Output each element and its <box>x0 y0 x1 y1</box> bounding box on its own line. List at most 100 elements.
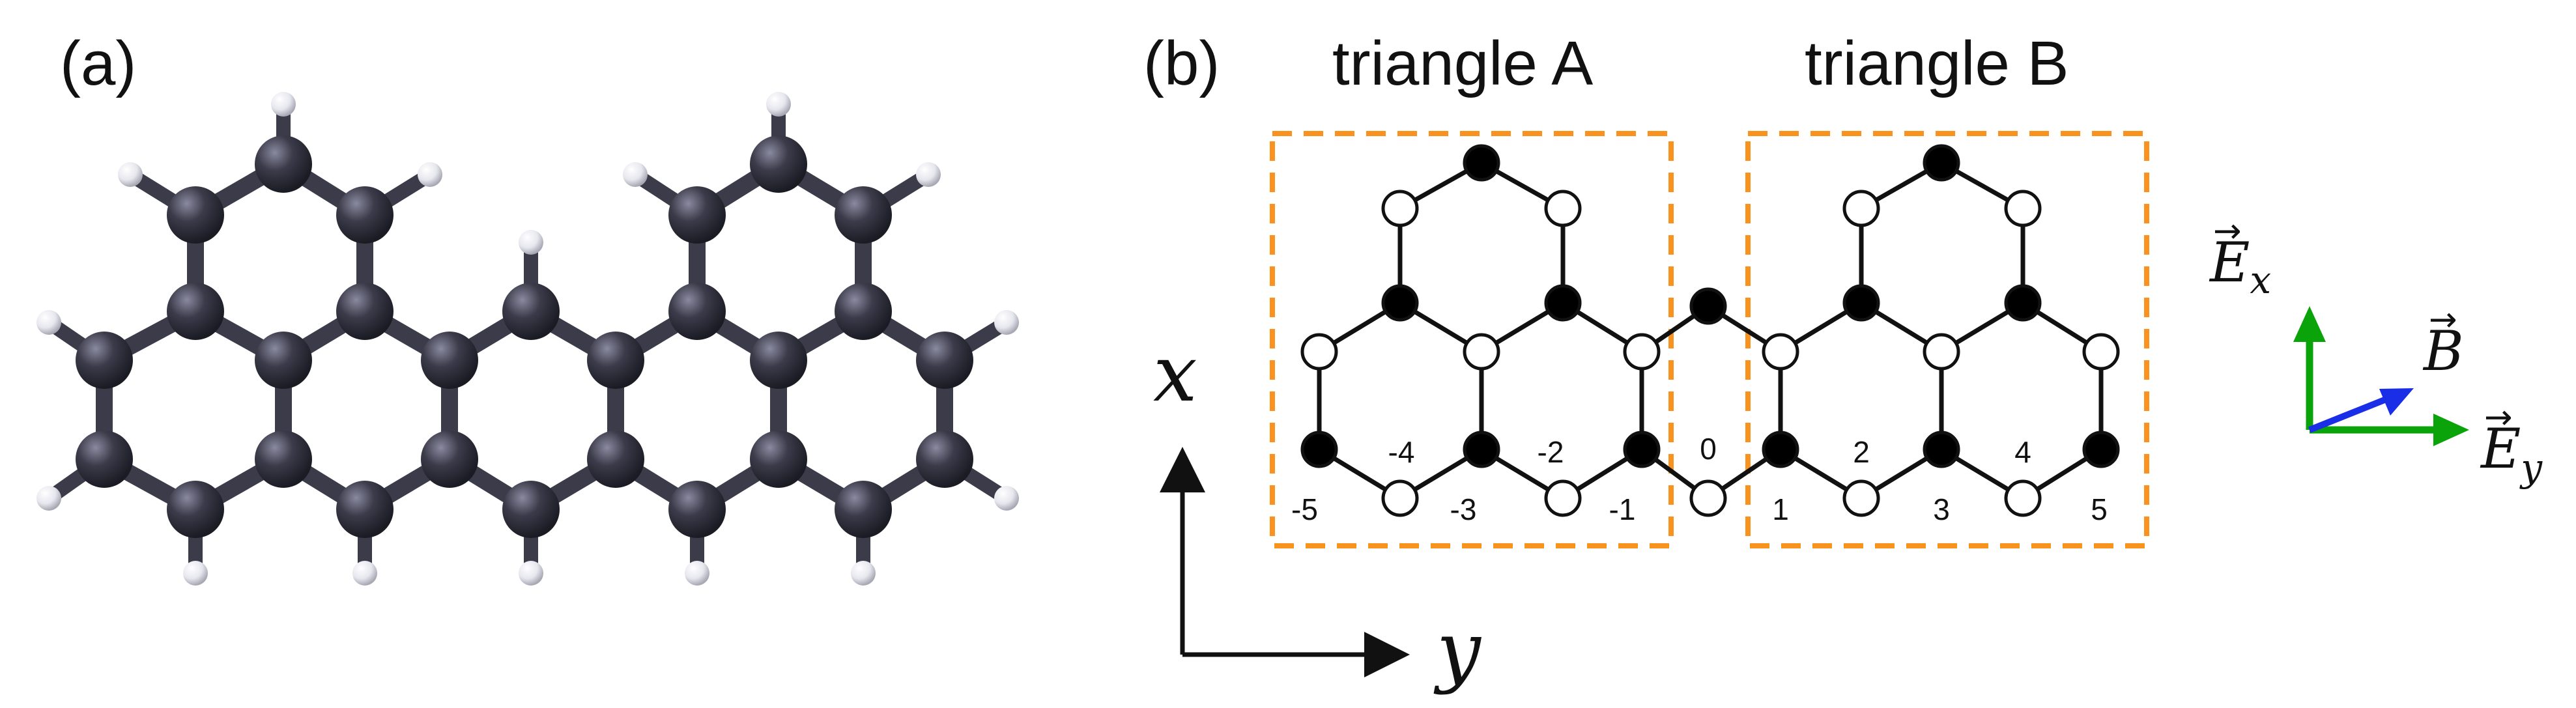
vector-ey-arrow-accent: → <box>2484 398 2513 437</box>
carbon-atom <box>502 283 560 340</box>
vector-ex-arrowhead <box>2293 306 2326 342</box>
carbon-atom <box>255 135 312 193</box>
carbon-atom <box>750 135 807 193</box>
carbon-atom <box>750 332 807 389</box>
carbon-atom <box>255 431 312 488</box>
carbon-atom <box>167 186 224 244</box>
carbon-atom <box>668 481 726 538</box>
carbon-atom <box>668 283 726 340</box>
open-site <box>1381 479 1419 517</box>
carbon-atom <box>76 431 133 488</box>
open-site <box>2004 479 2042 517</box>
open-site <box>1381 190 1419 227</box>
x-axis-label: x <box>1153 329 1197 419</box>
open-site <box>2004 190 2042 227</box>
lattice-graph <box>1300 144 2120 517</box>
vector-ex-symbol: E <box>2209 231 2250 294</box>
vector-b <box>2308 388 2414 433</box>
filled-site <box>1689 287 1727 325</box>
filled-site <box>1463 144 1500 182</box>
open-site <box>1463 333 1500 371</box>
carbon-atom <box>421 431 478 488</box>
carbon-atom <box>167 283 224 340</box>
carbon-atom <box>750 431 807 488</box>
hydrogen-atom <box>851 561 876 586</box>
carbon-atom <box>835 186 892 244</box>
filled-site <box>1544 284 1582 322</box>
molecule-ball-and-stick-model <box>36 92 1019 586</box>
y-axis-label: y <box>1433 606 1482 696</box>
site-label: 5 <box>2091 492 2108 526</box>
carbon-atom <box>916 332 973 389</box>
carbon-atom <box>587 332 644 389</box>
hydrogen-atom <box>994 486 1019 511</box>
carbon-atom <box>76 332 133 389</box>
open-site <box>1923 333 1960 371</box>
filled-site <box>1842 284 1880 322</box>
vector-b-arrow-accent: → <box>2429 300 2457 339</box>
vector-ex <box>2293 306 2326 430</box>
site-label: -2 <box>1538 435 1564 469</box>
filled-site <box>2004 284 2042 322</box>
vector-b-arrowhead <box>2379 388 2414 416</box>
xy-axes: x y <box>1153 329 1482 696</box>
panel-label-a: (a) <box>60 29 136 98</box>
site-label: 2 <box>1853 435 1870 469</box>
vector-b-label: B <box>2422 319 2464 383</box>
hydrogen-atom <box>271 92 296 117</box>
hydrogen-atom <box>36 310 61 335</box>
vector-ey-subscript: y <box>2519 446 2543 490</box>
carbon-atom <box>336 481 394 538</box>
field-vectors: Ex → B → Ey → <box>2209 212 2543 490</box>
carbon-atom <box>835 283 892 340</box>
vector-ey-symbol: E <box>2480 417 2521 481</box>
carbon-atom <box>336 186 394 244</box>
carbon-atom <box>835 481 892 538</box>
carbon-atom <box>587 431 644 488</box>
filled-site <box>1762 431 1799 468</box>
site-label: 4 <box>2014 435 2031 469</box>
triangle-b-box <box>1745 131 2149 548</box>
open-site <box>1544 190 1582 227</box>
carbon-atom <box>336 283 394 340</box>
carbon-atom <box>421 332 478 389</box>
hydrogen-atom <box>685 561 709 586</box>
hydrogen-atom <box>352 561 377 586</box>
filled-site <box>1623 431 1661 468</box>
site-label: -1 <box>1609 492 1636 526</box>
vector-ey-arrowhead <box>2433 414 2469 446</box>
open-site <box>1623 333 1661 371</box>
vector-ey-label: Ey <box>2480 417 2543 490</box>
carbon-atom <box>502 481 560 538</box>
site-labels: -5 -4 -3 -2 -1 0 1 2 3 4 5 <box>1291 432 2108 526</box>
open-site <box>1762 333 1799 371</box>
site-label: -3 <box>1450 492 1477 526</box>
hydrogen-atom <box>36 486 61 511</box>
triangle-b-title: triangle B <box>1805 29 2069 98</box>
filled-site <box>1381 284 1419 322</box>
carbon-atom <box>668 186 726 244</box>
open-site <box>1300 333 1338 371</box>
hydrogen-atom <box>766 92 791 117</box>
carbon-atom <box>167 481 224 538</box>
vector-ex-label: Ex <box>2209 231 2271 302</box>
hydrogen-atom <box>623 162 648 187</box>
hydrogen-atom <box>418 162 442 187</box>
open-site <box>1842 190 1880 227</box>
filled-site <box>2082 431 2120 468</box>
hydrogen-atom <box>519 561 543 586</box>
triangle-a-box <box>1270 131 1674 548</box>
hydrogen-atom <box>994 310 1019 335</box>
carbon-atom <box>916 431 973 488</box>
open-site <box>1544 479 1582 517</box>
site-label: 0 <box>1700 432 1717 466</box>
filled-site <box>1463 431 1500 468</box>
hydrogen-atom <box>118 162 143 187</box>
filled-site <box>1923 144 1960 182</box>
open-site <box>2082 333 2120 371</box>
open-site <box>1842 479 1880 517</box>
hydrogen-atom <box>916 162 941 187</box>
site-label: -5 <box>1291 492 1318 526</box>
carbon-atom <box>255 332 312 389</box>
